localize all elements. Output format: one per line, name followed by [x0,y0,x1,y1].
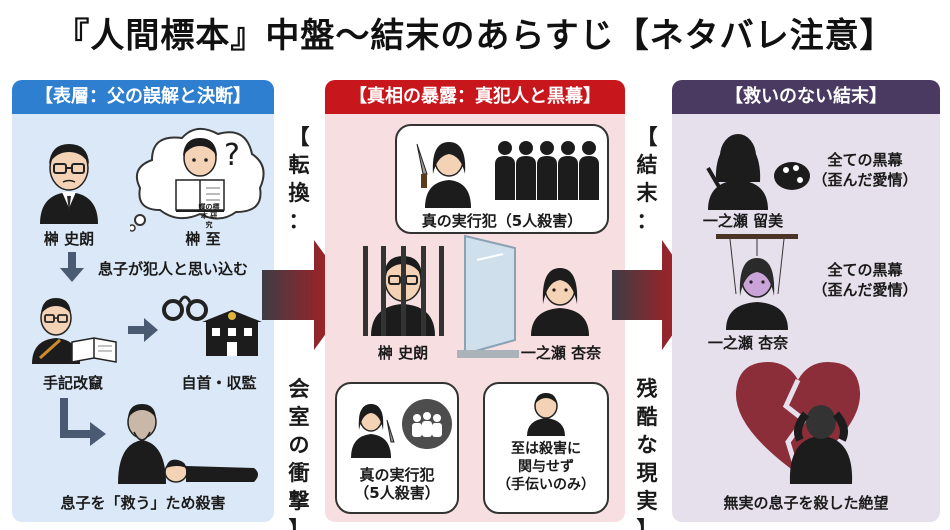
grieving-father-icon [114,400,170,484]
son-reading-icon [170,128,230,212]
question-mark-icon: ? [224,138,240,173]
down-arrow-icon [60,252,84,282]
page-title: 『人間標本』中盤〜結末のあらすじ【ネタバレ注意】 [55,16,895,56]
anna-knife-icon [411,134,475,208]
police-station-icon [202,306,262,356]
right-arrow-icon [128,318,158,342]
transition-char: の [288,433,310,457]
surface-panel-header: 【表層：父の誤解と決断】 [12,80,274,114]
top-bubble-label: 真の実行犯（5人殺害） [421,212,583,230]
transition-char: な [636,433,658,457]
despair-label: 無実の息子を殺した絶望 [723,494,889,512]
father-label: 榊 史朗 [43,230,95,248]
transition-char: ： [636,209,658,233]
anna-icon [525,260,595,336]
middle-anna-label: 一之瀬 杏奈 [520,344,602,362]
transition-char: 結 [636,153,658,177]
rumi-painter-icon [702,128,812,210]
transition-char: ： [288,209,310,233]
father-writing-diary-icon [30,294,118,364]
transition-char: 【 [636,125,658,149]
transition-char: 酷 [636,405,658,429]
ending-panel-header: 【救いのない結末】 [672,80,940,114]
kill-label: 息子を「救う」ため殺害 [60,494,226,512]
truth-panel: 【真相の暴露：真犯人と黒幕】 真の実行犯（5人殺害） [325,80,625,522]
rumi-label: 一之瀬 留美 [702,212,784,230]
imprisoned-father-icon [361,246,445,336]
diary-label: 手記改竄 [42,374,103,392]
son-label: 榊 至 [185,230,221,248]
surrender-label: 自首・収監 [181,374,257,392]
transition-char: 末 [636,181,658,205]
transition-char: 】 [288,517,310,530]
middle-father-label: 榊 史朗 [377,344,429,362]
ending-panel: 【救いのない結末】 一之瀬 留美 全ての黒幕 （歪んだ愛情） 一之瀬 杏奈 全て… [672,80,940,522]
rumi-caption: 全ての黒幕 （歪んだ愛情） [812,151,918,189]
truth-panel-header: 【真相の暴露：真犯人と黒幕】 [325,80,625,114]
despairing-father-icon [784,398,858,484]
transition-char: 撃 [288,489,310,513]
bottom-left-label: 真の実行犯 （5人殺害） [354,466,440,502]
handcuffs-icon [162,288,208,322]
transition-char: 衝 [288,461,310,485]
transition-char: 換 [288,181,310,205]
glass-partition-icon [457,230,519,362]
five-victims-icon [495,138,599,200]
transition-char: 】 [636,517,658,530]
book-text: 蝶の標本 研究 [198,203,220,229]
belief-label: 息子が犯人と思い込む [98,260,249,278]
surface-panel: 【表層：父の誤解と決断】 榊 史朗 [12,80,274,522]
transition-char: 会 [288,377,310,401]
bent-arrow-icon [60,398,106,448]
anna-caption: 全ての黒幕 （歪んだ愛情） [812,261,918,299]
transition-char: 転 [288,153,310,177]
bottom-right-label: 至は殺害に 関与せず （手伝いのみ） [497,441,595,493]
victims-group-icon [401,398,453,450]
transition-char: 残 [636,377,658,401]
son-small-icon [523,390,569,436]
transition-char: 実 [636,489,658,513]
transition-char: 室 [288,405,310,429]
ending-anna-label: 一之瀬 杏奈 [707,334,789,352]
anna-puppet-icon [712,234,802,330]
anna-knife-small-icon [347,398,397,458]
transition-char: 現 [636,461,658,485]
father-glasses-icon [34,138,104,224]
transition-char: 【 [288,125,310,149]
lying-son-icon [162,454,262,486]
